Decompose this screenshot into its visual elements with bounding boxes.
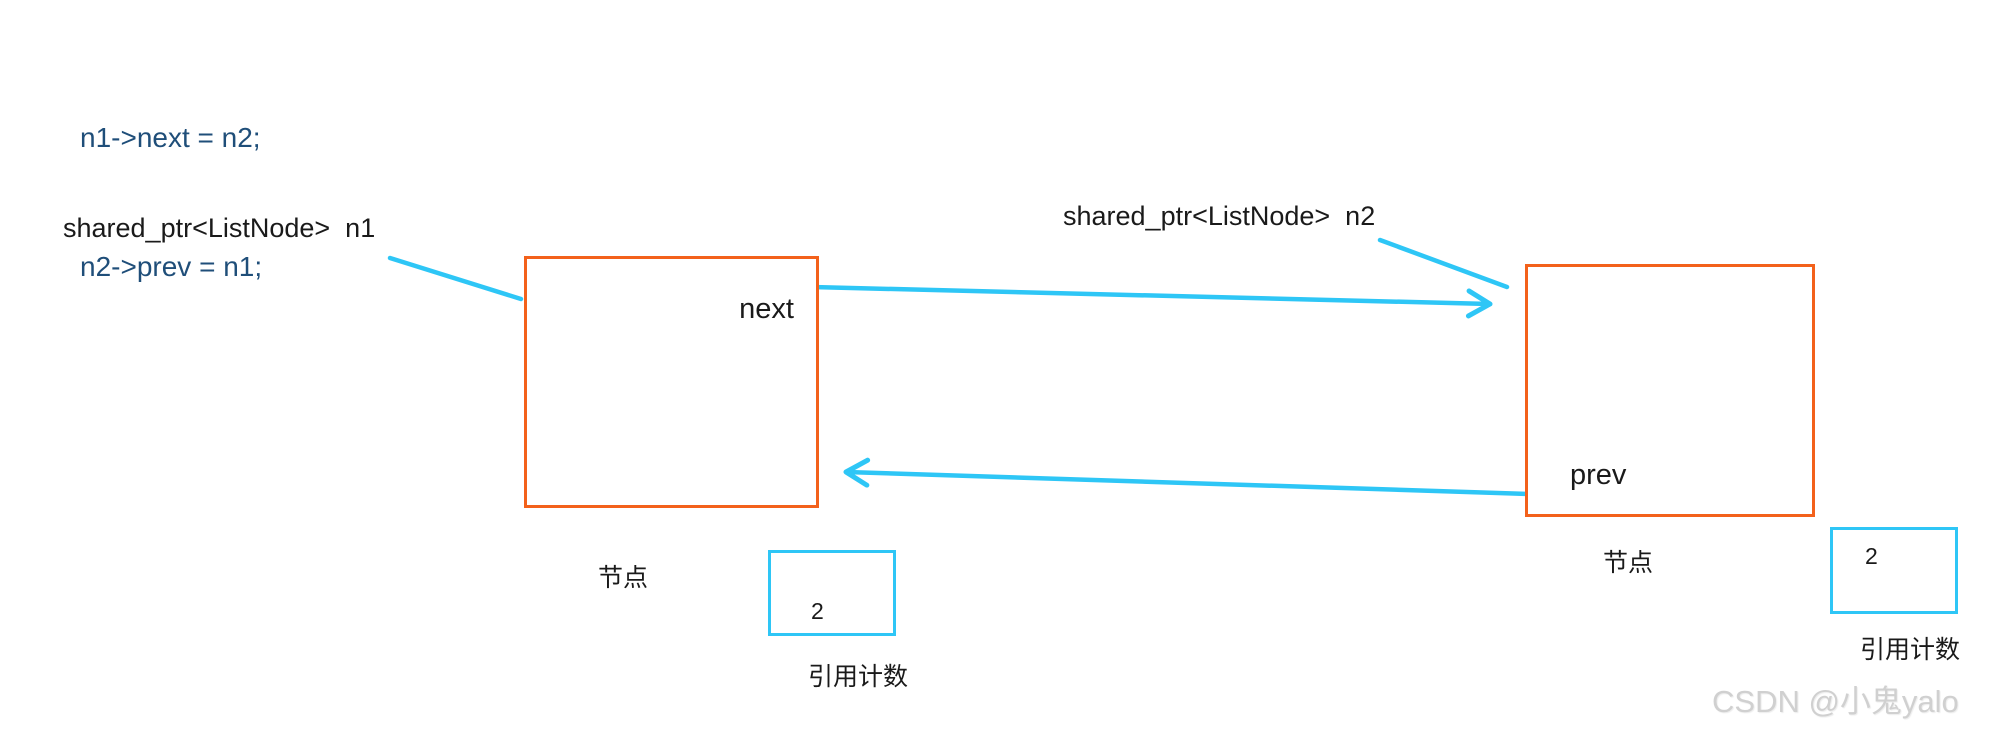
left-ref-count-caption: 引用计数 [808,663,909,691]
right-node-box: prev [1525,264,1815,517]
right-ref-count-caption: 引用计数 [1860,636,1961,664]
code-snippet: n1->next = n2; n2->prev = n1; [80,30,262,374]
right-node-caption: 节点 [1603,549,1654,577]
left-node-next-field: next [739,293,794,325]
right-ref-count-box: 2 [1830,527,1958,614]
next-arrow [809,284,1493,319]
right-ref-count-value: 2 [1865,543,1878,569]
n1-pointer-line [387,255,524,302]
csdn-watermark: CSDN @小鬼yalo [1712,684,1959,719]
n2-pointer-label: shared_ptr<ListNode> n2 [1063,201,1376,231]
n1-pointer-label: shared_ptr<ListNode> n1 [63,213,376,243]
n2-pointer-line [1377,237,1510,290]
prev-arrow [843,457,1531,497]
code-line-1: n1->next = n2; [80,122,261,153]
left-node-caption: 节点 [598,564,649,592]
code-line-2: n2->prev = n1; [80,251,263,282]
left-node-box: next [524,256,819,508]
left-ref-count-value: 2 [811,598,824,624]
right-node-prev-field: prev [1570,459,1627,491]
left-ref-count-box: 2 [768,550,896,636]
